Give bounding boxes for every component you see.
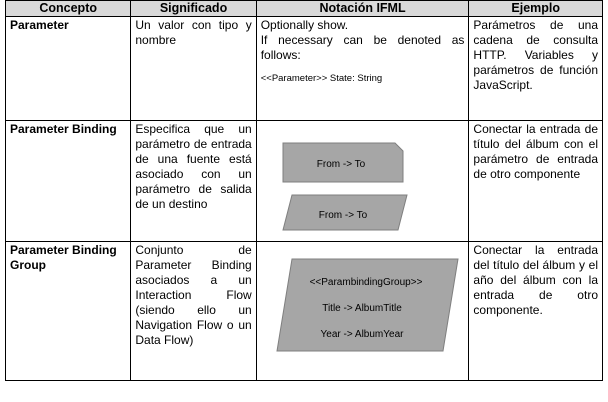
header-ejemplo: Ejemplo	[468, 0, 603, 17]
binding-group-parallelogram	[276, 258, 459, 352]
notation-cell: From -> To From -> To	[255, 120, 470, 242]
table-row: Parameter Binding Especifica que un pará…	[4, 120, 603, 242]
concept-cell: Parameter	[4, 16, 132, 121]
group-binding-2: Year -> AlbumYear	[320, 329, 404, 340]
group-stereotype-label: <<ParambindingGroup>>	[309, 277, 422, 288]
table-row: Parameter Un valor con tipo y nombre Opt…	[4, 16, 603, 121]
group-binding-1: Title -> AlbumTitle	[322, 303, 402, 314]
notation-code: <<Parameter>> State: String	[260, 73, 383, 84]
shape-label-1: From -> To	[317, 159, 366, 170]
notation-text-2: If necessary can be denoted as follows:	[260, 33, 465, 62]
concept-cell: Parameter Binding	[4, 120, 132, 242]
parameter-binding-parallelogram	[282, 194, 408, 231]
concept-cell: Parameter Binding Group	[4, 241, 132, 381]
meaning-cell: Conjunto de Parameter Binding asociados …	[130, 241, 257, 381]
example-cell: Conectar la entrada del título del álbum…	[468, 241, 603, 381]
parameter-binding-shapes: From -> To From -> To	[282, 142, 408, 231]
notation-cell: <<ParambindingGroup>> Title -> AlbumTitl…	[255, 241, 470, 381]
header-concepto: Concepto	[4, 0, 132, 17]
header-significado: Significado	[130, 0, 257, 17]
meaning-cell: Especifica que un parámetro de entrada d…	[130, 120, 257, 242]
header-notacion: Notación IFML	[255, 0, 470, 17]
notation-cell: Optionally show. If necessary can be den…	[255, 16, 470, 121]
parameter-binding-group-shape: <<ParambindingGroup>> Title -> AlbumTitl…	[276, 258, 459, 352]
table-header-row: Concepto Significado Notación IFML Ejemp…	[4, 0, 603, 17]
table-row: Parameter Binding Group Conjunto de Para…	[4, 241, 603, 381]
ifml-table: Concepto Significado Notación IFML Ejemp…	[4, 0, 603, 381]
parameter-binding-shape	[282, 142, 404, 183]
example-cell: Conectar la entrada de título del álbum …	[468, 120, 603, 242]
example-cell: Parámetros de una cadena de consulta HTT…	[468, 16, 603, 121]
meaning-cell: Un valor con tipo y nombre	[130, 16, 257, 121]
notation-text-1: Optionally show.	[260, 18, 349, 32]
shape-label-2: From -> To	[319, 210, 368, 221]
